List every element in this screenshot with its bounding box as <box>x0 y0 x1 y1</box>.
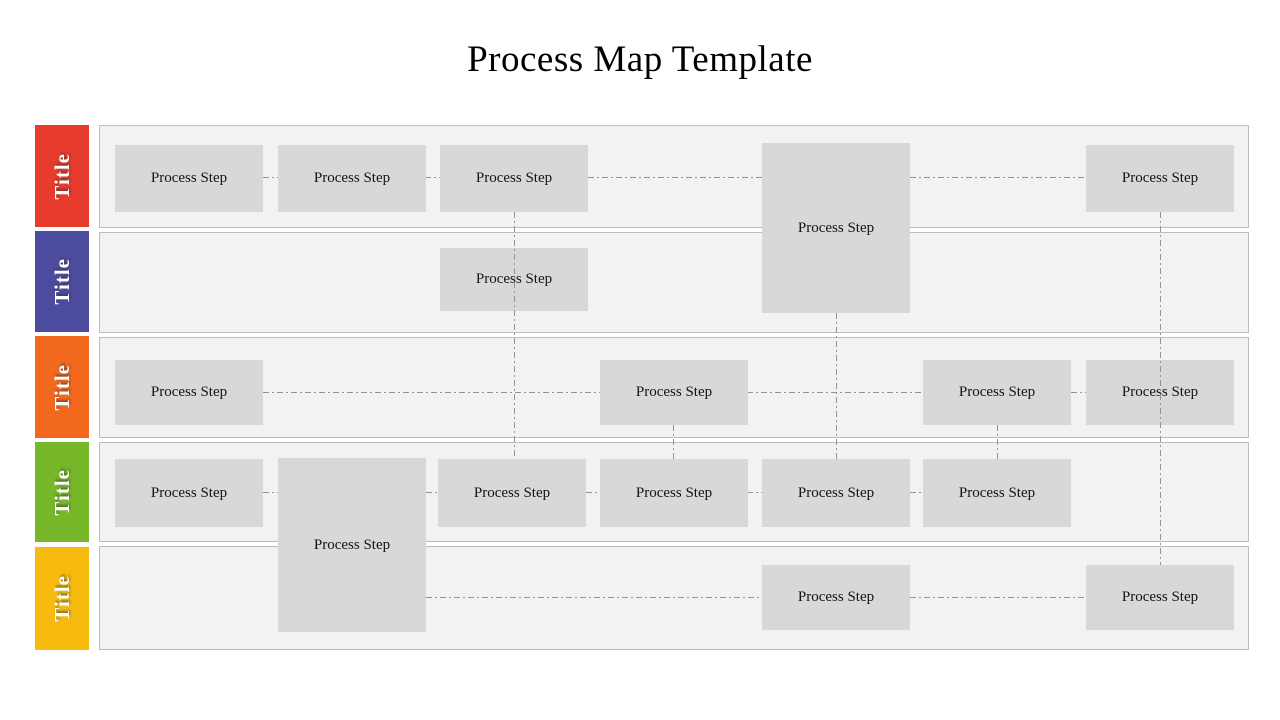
process-step-box: Process Step <box>1086 565 1234 630</box>
process-step-box: Process Step <box>278 145 426 212</box>
connector-h <box>910 597 1086 598</box>
process-step-box: Process Step <box>762 565 910 630</box>
connector-h <box>586 492 600 493</box>
process-step-box: Process Step <box>278 458 426 632</box>
lane-tab-label: Title <box>49 258 74 305</box>
process-step-label: Process Step <box>1121 170 1199 186</box>
process-step-box: Process Step <box>438 459 586 527</box>
connector-h <box>263 177 278 178</box>
process-step-box: Process Step <box>923 459 1071 527</box>
process-step-box: Process Step <box>115 145 263 212</box>
connector-h <box>910 177 1086 178</box>
connector-v <box>1160 212 1161 565</box>
connector-v <box>836 313 837 459</box>
lane-tab-label: Title <box>49 468 74 516</box>
lane-tab-label: Title <box>49 575 74 622</box>
process-step-box: Process Step <box>115 459 263 527</box>
slide-title: Process Map Template <box>467 39 813 80</box>
process-step-box: Process Step <box>115 360 263 425</box>
process-step-label: Process Step <box>958 484 1036 501</box>
connector-v <box>997 425 998 459</box>
connector-h <box>910 492 923 493</box>
connector-h <box>263 392 600 393</box>
process-step-label: Process Step <box>635 384 713 400</box>
process-step-label: Process Step <box>313 170 391 186</box>
lane-tab-4: Title <box>35 442 89 542</box>
connector-h <box>426 492 438 493</box>
lane-tab-1: Title <box>35 125 89 227</box>
lane-band-2 <box>99 232 1249 333</box>
lane-tab-label: Title <box>49 363 74 411</box>
lane-tab-label: Title <box>49 152 74 200</box>
connector-v <box>673 425 674 459</box>
connector-h <box>588 177 762 178</box>
process-step-box: Process Step <box>762 143 910 313</box>
connector-h <box>747 492 762 493</box>
process-step-box: Process Step <box>1086 145 1234 212</box>
process-step-label: Process Step <box>797 589 875 605</box>
connector-h <box>425 177 440 178</box>
process-step-label: Process Step <box>797 219 875 236</box>
lane-tab-3: Title <box>35 336 89 438</box>
process-step-label: Process Step <box>313 536 391 553</box>
process-step-box: Process Step <box>440 145 588 212</box>
process-step-label: Process Step <box>475 170 553 186</box>
lane-tab-5: Title <box>35 547 89 650</box>
process-step-box: Process Step <box>600 459 748 527</box>
process-step-box: Process Step <box>762 459 910 527</box>
connector-h <box>1071 392 1086 393</box>
process-step-label: Process Step <box>150 384 228 400</box>
process-step-label: Process Step <box>635 484 713 501</box>
process-step-label: Process Step <box>958 384 1036 400</box>
process-step-label: Process Step <box>797 484 875 501</box>
process-step-label: Process Step <box>1121 589 1199 605</box>
process-step-label: Process Step <box>150 484 228 501</box>
process-step-label: Process Step <box>150 170 228 186</box>
connector-v <box>514 212 515 459</box>
connector-h <box>426 597 762 598</box>
process-step-box: Process Step <box>923 360 1071 425</box>
connector-h <box>747 392 923 393</box>
connector-h <box>263 492 278 493</box>
lane-band-5 <box>99 546 1249 650</box>
process-step-box: Process Step <box>600 360 748 425</box>
lane-tab-2: Title <box>35 231 89 332</box>
process-step-label: Process Step <box>473 484 551 501</box>
